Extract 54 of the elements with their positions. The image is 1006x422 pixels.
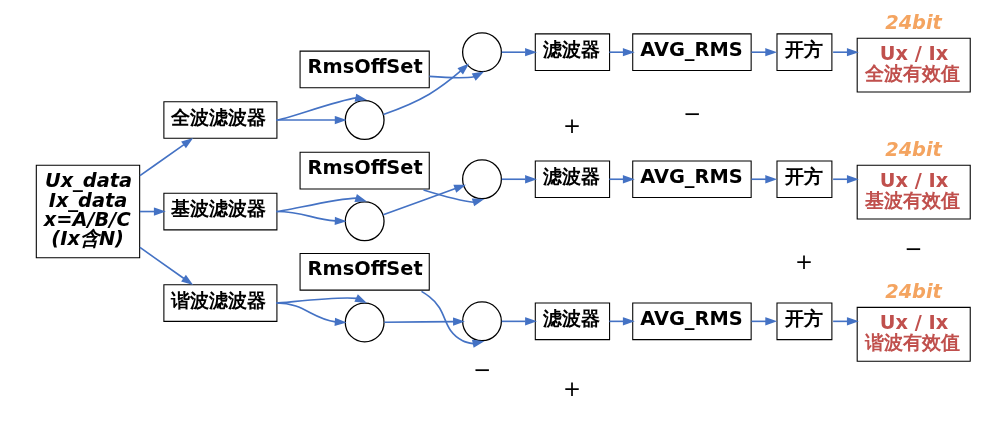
arrow [275, 93, 368, 121]
node-box: 谐波滤波器 [163, 284, 278, 322]
arrow [750, 48, 778, 57]
arrow [500, 48, 537, 57]
node-label: 24bit [885, 10, 942, 34]
node-box: AVG_RMS [632, 302, 752, 341]
arrow [139, 138, 194, 177]
node-box: RmsOffSet [299, 50, 430, 89]
node-box: 开方 [776, 33, 833, 72]
arrow [275, 294, 367, 304]
arrow [500, 317, 537, 326]
label: + [562, 112, 581, 138]
node-box: Ux / Ix 谐波有效值 [856, 306, 971, 362]
node-circle [344, 302, 385, 343]
node-circle [462, 159, 503, 200]
arrow [428, 71, 485, 81]
node-box: 开方 [776, 302, 833, 341]
label: − [682, 101, 701, 127]
arrow [383, 317, 465, 326]
node-box: 基波滤波器 [163, 192, 278, 231]
arrow [275, 193, 367, 213]
arrow [382, 63, 470, 116]
label: − [472, 357, 492, 383]
arrow [139, 246, 194, 285]
node-label: 24bit [885, 280, 942, 304]
arrow [608, 48, 635, 57]
node-box: 滤波器 [534, 160, 611, 199]
arrow [832, 175, 859, 184]
arrow [750, 175, 778, 184]
node-box: RmsOffSet [299, 151, 430, 190]
label: + [562, 375, 581, 401]
node-circle [344, 201, 385, 242]
label: − [904, 235, 923, 261]
node-circle [462, 301, 503, 342]
arrow [608, 175, 635, 184]
node-circle [462, 32, 503, 73]
arrow [420, 290, 485, 348]
node-circle [344, 100, 385, 141]
node-box: 开方 [776, 160, 833, 199]
node-box: AVG_RMS [632, 33, 752, 72]
node-label: 24bit [885, 137, 942, 161]
node-box: 滤波器 [534, 33, 611, 72]
label: + [794, 248, 813, 274]
node-box: AVG_RMS [632, 160, 752, 199]
node-box: 滤波器 [534, 302, 611, 341]
node-box: Ux / Ix 全波有效值 [856, 37, 971, 93]
arrow [422, 189, 485, 207]
node-box: 全波滤波器 [163, 101, 278, 139]
arrow [382, 184, 466, 216]
node-box: Ux_data Ix_data x=A/B/C (Ix含N) [35, 164, 141, 259]
arrow [500, 175, 537, 184]
arrow [832, 48, 859, 57]
node-box: Ux / Ix 基波有效值 [856, 164, 971, 220]
node-box: RmsOffSet [299, 253, 430, 291]
